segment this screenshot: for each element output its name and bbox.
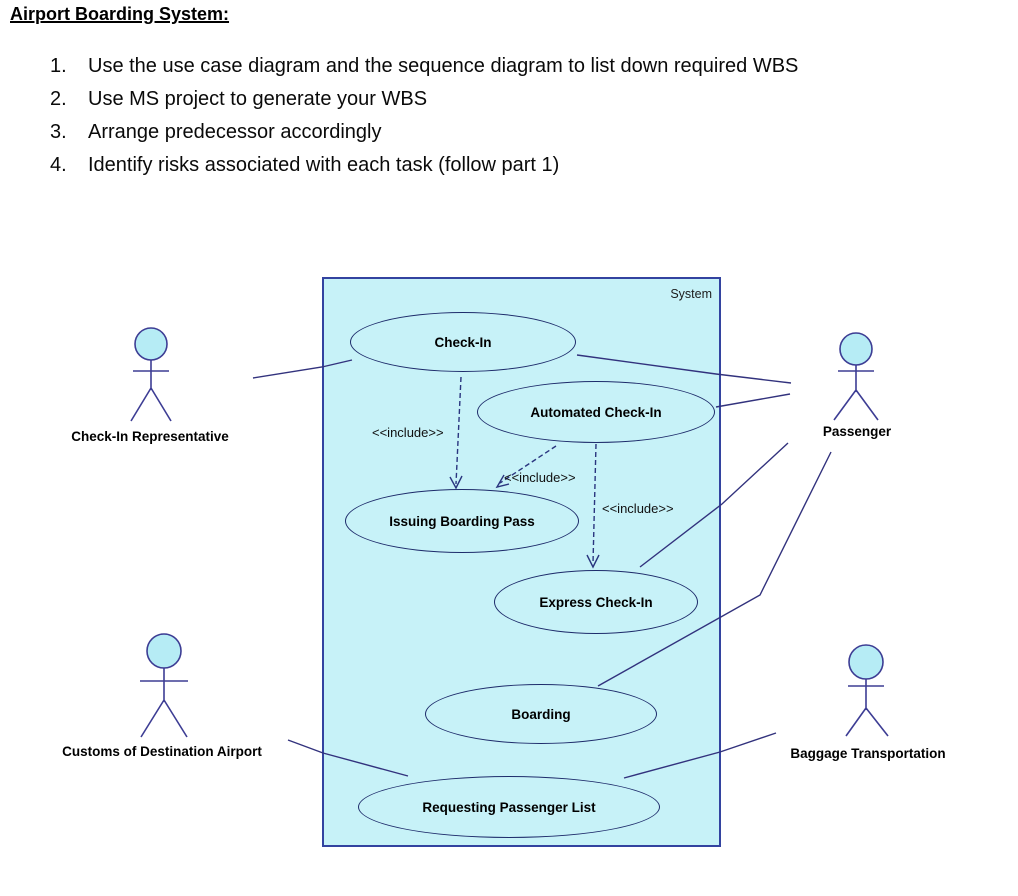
list-item: 4. Identify risks associated with each t… <box>50 149 798 182</box>
assoc-automated-check-in-to-passenger <box>715 393 791 408</box>
actor-customs-icon <box>140 633 188 738</box>
actor-label-customs: Customs of Destination Airport <box>62 744 262 759</box>
arrowhead-icon <box>586 554 600 569</box>
arrowhead-icon <box>495 474 510 489</box>
list-item-number: 3. <box>50 121 67 143</box>
system-boundary-label: System <box>670 287 712 301</box>
actor-check-in-representative-icon <box>130 327 172 422</box>
task-list: 1. Use the use case diagram and the sequ… <box>50 50 798 182</box>
include-arrow-check-in-to-issuing <box>455 376 462 485</box>
use-case-automated-check-in: Automated Check-In <box>477 381 715 443</box>
use-case-label: Boarding <box>511 706 571 722</box>
list-item: 3. Arrange predecessor accordingly <box>50 116 798 149</box>
include-arrow-automated-to-issuing <box>499 445 557 484</box>
list-item-text: Use MS project to generate your WBS <box>88 88 428 110</box>
list-item: 2. Use MS project to generate your WBS <box>50 83 798 116</box>
arrowhead-icon <box>449 475 463 490</box>
list-item-text: Arrange predecessor accordingly <box>88 121 382 143</box>
use-case-label: Issuing Boarding Pass <box>389 513 535 529</box>
list-item: 1. Use the use case diagram and the sequ… <box>50 50 798 83</box>
association-lines <box>252 354 832 779</box>
use-case-express-check-in: Express Check-In <box>494 570 698 634</box>
assoc-checkin-rep-to-check-in <box>252 359 353 379</box>
list-item-text: Use the use case diagram and the sequenc… <box>88 55 799 77</box>
include-stereotype-label: <<include>> <box>372 425 444 440</box>
use-case-label: Express Check-In <box>539 594 653 610</box>
use-case-requesting-passenger-list: Requesting Passenger List <box>358 776 660 838</box>
use-case-issuing-boarding-pass: Issuing Boarding Pass <box>345 489 579 553</box>
assoc-customs-to-requesting-list <box>287 739 409 777</box>
list-item-number: 1. <box>50 55 67 77</box>
system-boundary-box: System <box>322 277 721 847</box>
page-title: Airport Boarding System: <box>10 4 230 24</box>
include-stereotype-label: <<include>> <box>504 470 576 485</box>
include-arrows <box>449 376 600 569</box>
use-case-label: Requesting Passenger List <box>422 799 596 815</box>
actor-baggage-transportation-icon <box>845 644 889 737</box>
assoc-passenger-to-boarding <box>597 451 832 687</box>
use-case-label: Automated Check-In <box>530 404 662 420</box>
actor-figures <box>130 327 889 738</box>
actor-passenger-icon <box>833 332 879 421</box>
use-case-label: Check-In <box>434 334 492 350</box>
list-item-number: 2. <box>50 88 67 110</box>
actor-label-baggage-transportation: Baggage Transportation <box>790 746 946 761</box>
include-stereotype-label: <<include>> <box>602 501 674 516</box>
include-arrow-automated-to-express <box>592 443 597 564</box>
actor-label-check-in-representative: Check-In Representative <box>71 429 229 444</box>
use-case-boarding: Boarding <box>425 684 657 744</box>
assoc-passenger-to-express-check-in <box>639 442 789 568</box>
assoc-check-in-to-passenger <box>576 354 792 384</box>
list-item-number: 4. <box>50 154 67 176</box>
assoc-baggage-to-requesting-list <box>623 732 777 779</box>
actor-label-passenger: Passenger <box>822 424 892 439</box>
list-item-text: Identify risks associated with each task… <box>88 154 560 176</box>
use-case-check-in: Check-In <box>350 312 576 372</box>
